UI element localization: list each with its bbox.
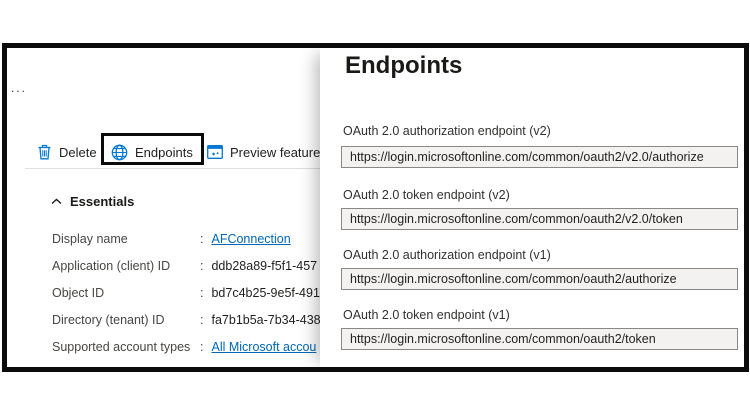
delete-button-label: Delete [59,144,97,160]
delete-button[interactable]: Delete [37,140,97,164]
oauth2-token-v1-label: OAuth 2.0 token endpoint (v1) [343,308,510,322]
endpoints-panel: Endpoints OAuth 2.0 authorization endpoi… [320,48,744,367]
oauth2-authorization-v1-label: OAuth 2.0 authorization endpoint (v1) [343,248,551,262]
application-id-value: ddb28a89-f5f1-457 [211,259,318,273]
object-id-label: Object ID [52,286,105,300]
oauth2-token-v2-input[interactable]: https://login.microsoftonline.com/common… [341,208,738,230]
endpoints-button[interactable]: Endpoints [111,140,193,164]
oauth2-token-v1-input[interactable]: https://login.microsoftonline.com/common… [341,328,738,350]
essentials-row-account-types: Supported account types : All Microsoft … [52,338,316,356]
separator: : [200,313,204,327]
endpoints-panel-title: Endpoints [345,52,463,79]
essentials-row-tenant-id: Directory (tenant) ID : fa7b1b5a-7b34-43… [52,311,321,329]
separator: : [200,286,204,300]
essentials-row-application-id: Application (client) ID : ddb28a89-f5f1-… [52,257,317,275]
oauth2-authorization-v1-input[interactable]: https://login.microsoftonline.com/common… [341,268,738,290]
preview-features-button[interactable]: Preview features [207,140,327,164]
essentials-row-object-id: Object ID : bd7c4b25-9e5f-491 [52,284,320,302]
overflow-ellipsis: ... [11,81,28,95]
separator: : [200,259,204,273]
tenant-id-value: fa7b1b5a-7b34-438 [211,313,321,327]
display-name-link[interactable]: AFConnection [211,232,291,246]
application-id-label: Application (client) ID [52,259,171,273]
object-id-value: bd7c4b25-9e5f-491 [211,286,320,300]
screenshot-border-frame: ... Delete Endpoints Preview features [2,43,749,372]
oauth2-token-v2-label: OAuth 2.0 token endpoint (v2) [343,188,510,202]
oauth2-authorization-v2-input[interactable]: https://login.microsoftonline.com/common… [341,146,738,168]
separator: : [200,340,204,354]
endpoints-button-label: Endpoints [135,144,193,160]
essentials-collapse-header[interactable]: Essentials [51,194,134,209]
essentials-row-display-name: Display name : AFConnection [52,230,291,248]
separator: : [200,232,204,246]
preview-features-icon [207,145,223,159]
preview-features-button-label: Preview features [230,144,327,160]
chevron-up-icon [51,198,62,205]
app-window: ... Delete Endpoints Preview features [7,48,744,367]
display-name-label: Display name [52,232,128,246]
oauth2-authorization-v2-label: OAuth 2.0 authorization endpoint (v2) [343,124,551,138]
globe-icon [111,144,128,161]
tenant-id-label: Directory (tenant) ID [52,313,165,327]
account-types-label: Supported account types [52,340,191,354]
trash-icon [37,144,52,160]
account-types-link[interactable]: All Microsoft accou [211,340,317,354]
command-toolbar: Delete Endpoints Preview features [7,136,744,168]
essentials-title: Essentials [70,194,135,209]
